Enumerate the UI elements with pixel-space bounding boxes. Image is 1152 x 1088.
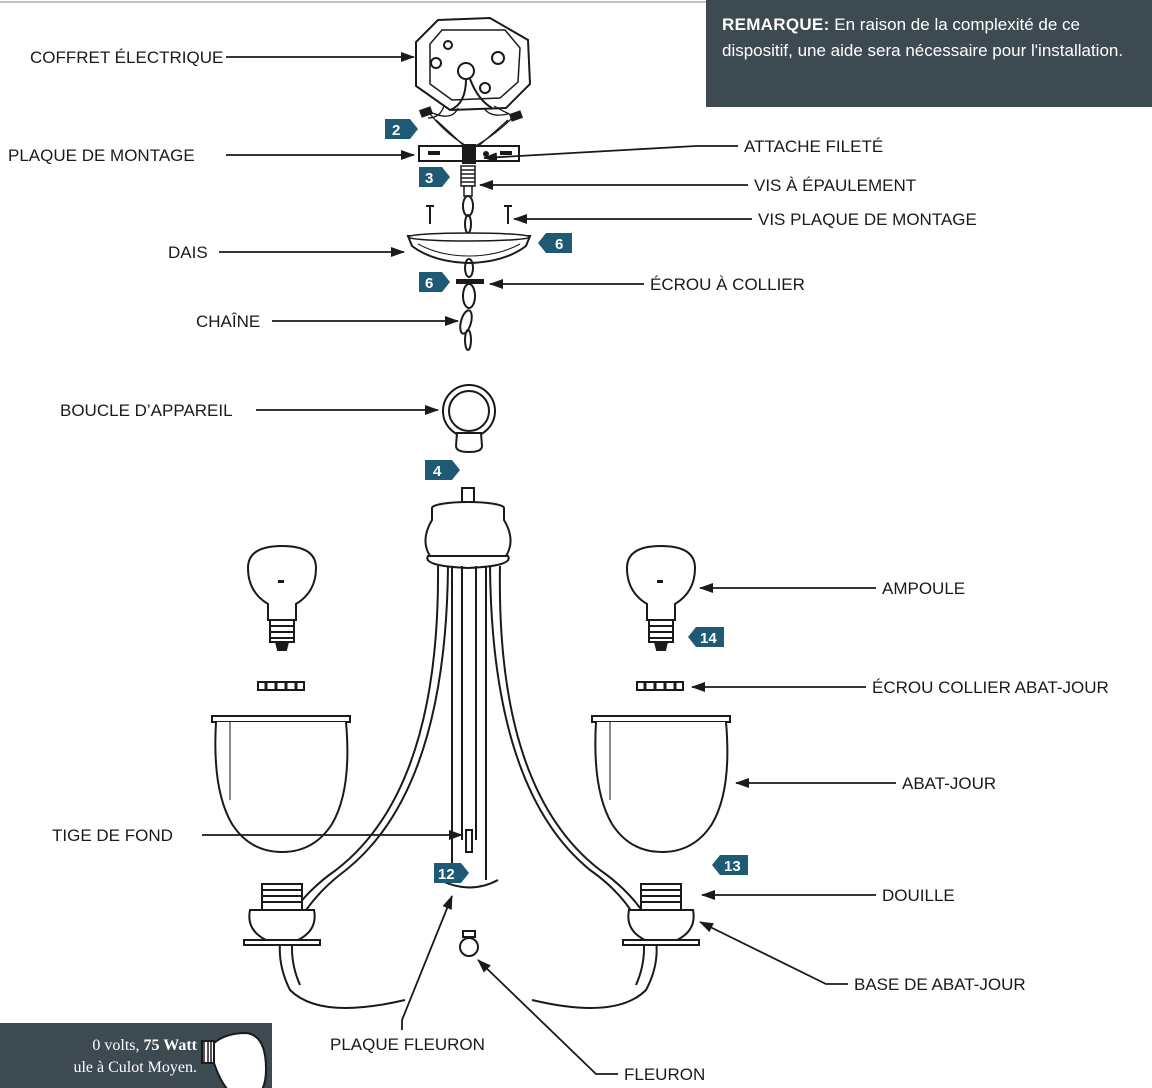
wires <box>427 105 515 149</box>
bulb-spec-line-2: ule à Culot Moyen. <box>73 1059 197 1076</box>
step-badge-4: 4 <box>425 460 460 480</box>
canopy <box>406 232 532 265</box>
bulb-spec-note: 0 volts, 75 Watt ule à Culot Moyen. <box>0 1023 272 1088</box>
wire-nuts <box>418 106 524 122</box>
electrical-box <box>415 16 532 112</box>
shoulder-screw <box>460 165 476 197</box>
note-label: REMARQUE: <box>722 15 830 34</box>
svg-text:6: 6 <box>555 236 563 253</box>
note-text: En raison de la complexité de ce disposi… <box>722 15 1124 60</box>
svg-text:13: 13 <box>724 858 741 875</box>
mounting-screws <box>426 205 512 224</box>
label-collar-nut: ÉCROU À COLLIER <box>650 275 805 294</box>
label-socket: DOUILLE <box>882 886 955 905</box>
step-badge-14: 14 <box>688 627 724 647</box>
label-threaded-pipe: ATTACHE FILETÉ <box>744 137 883 156</box>
fixture-loop <box>442 384 496 454</box>
label-fixture-loop: BOUCLE D’APPAREIL <box>60 401 233 420</box>
svg-text:3: 3 <box>425 170 433 187</box>
svg-text:14: 14 <box>700 630 717 647</box>
step-badges: 2 3 6 6 4 14 12 13 <box>385 119 748 883</box>
label-finial-plate: PLAQUE FLEURON <box>330 1035 485 1054</box>
label-electrical-box: COFFRET ÉLECTRIQUE <box>30 48 223 67</box>
installation-note: REMARQUE: En raison de la complexité de … <box>706 0 1152 107</box>
label-mounting-screw: VIS PLAQUE DE MONTAGE <box>758 210 977 229</box>
step-badge-2: 2 <box>385 119 418 139</box>
center-stem <box>465 829 473 853</box>
upper-chain <box>462 195 474 234</box>
bulb-spec-line-1: 0 volts, 75 Watt <box>92 1037 197 1054</box>
bulb-icon <box>201 1031 268 1088</box>
svg-text:2: 2 <box>392 122 400 139</box>
step-badge-13: 13 <box>712 855 748 875</box>
part-labels: COFFRET ÉLECTRIQUE PLAQUE DE MONTAGE ATT… <box>8 48 1109 1084</box>
leader-lines <box>202 52 896 1075</box>
left-bulb <box>246 544 318 651</box>
step-badge-6-canopy: 6 <box>538 233 572 253</box>
label-mounting-plate: PLAQUE DE MONTAGE <box>8 146 195 165</box>
left-socket <box>243 883 321 946</box>
finial <box>459 930 479 957</box>
label-bottom-stem: TIGE DE FOND <box>52 826 173 845</box>
collar-nut <box>456 279 484 284</box>
step-badge-3: 3 <box>419 167 450 187</box>
label-chain: CHAÎNE <box>196 312 260 331</box>
svg-text:12: 12 <box>438 866 455 883</box>
left-shade-nut <box>257 681 305 691</box>
right-shade <box>591 715 731 854</box>
svg-text:6: 6 <box>425 275 433 292</box>
label-bulb: AMPOULE <box>882 579 965 598</box>
right-bulb <box>625 544 697 651</box>
lower-chain <box>459 258 476 351</box>
label-shoulder-screw: VIS À ÉPAULEMENT <box>754 176 916 195</box>
label-canopy: DAIS <box>168 243 208 262</box>
right-socket <box>622 883 700 946</box>
step-badge-6-nut: 6 <box>419 272 450 292</box>
label-shade-base: BASE DE ABAT-JOUR <box>854 975 1026 994</box>
right-shade-nut <box>636 681 684 691</box>
label-shade-collar-nut: ÉCROU COLLIER ABAT-JOUR <box>872 678 1109 697</box>
svg-text:4: 4 <box>433 463 442 480</box>
label-shade: ABAT-JOUR <box>902 774 996 793</box>
step-badge-12: 12 <box>434 863 469 883</box>
fixture-body <box>424 487 512 570</box>
mounting-plate <box>418 144 520 164</box>
label-finial: FLEURON <box>624 1065 705 1084</box>
left-shade <box>211 715 351 854</box>
